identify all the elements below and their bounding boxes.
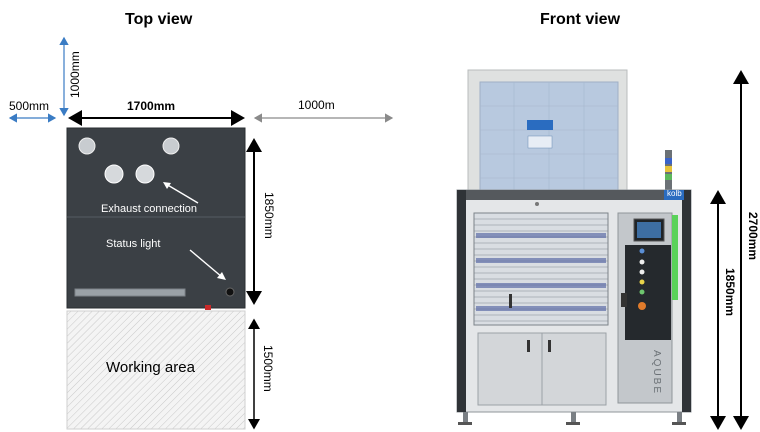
panel-button: [639, 289, 645, 295]
exhaust-connection-label: Exhaust connection: [101, 203, 198, 215]
working-area: [66, 310, 246, 430]
dim-1700-label: 1700mm: [127, 99, 176, 113]
status-light-label: Status light: [106, 238, 161, 250]
front-view-title: Front view: [540, 11, 621, 28]
brand-label-bg: [664, 190, 684, 200]
exhaust-port: [162, 137, 180, 155]
front-product-label: AQUBE: [651, 350, 662, 396]
lower-door-left: [477, 332, 543, 406]
dim-500-label: 500mm: [9, 99, 50, 113]
dim-1850-label: 1850mm: [262, 192, 276, 239]
front-dim-1850-label: 1850mm: [723, 268, 737, 317]
dim-1000-right-label: 1000m: [298, 98, 335, 112]
working-area-label: Working area: [106, 359, 195, 376]
emergency-stop: [638, 302, 646, 310]
hood-logo-tag: [527, 120, 553, 130]
exhaust-port: [78, 137, 96, 155]
front-dim-top-label: 2700mm: [746, 212, 760, 261]
vent-strip: [74, 288, 186, 297]
panel-button: [639, 259, 645, 265]
panel-button: [639, 248, 645, 254]
front-brand-label: kolb: [667, 189, 682, 198]
green-status-strip: [672, 215, 678, 300]
exhaust-port: [135, 164, 155, 184]
exhaust-port: [104, 164, 124, 184]
lower-door-right: [541, 332, 607, 406]
status-pointer-arrow: [189, 249, 223, 278]
panel-button: [639, 279, 645, 285]
status-light: [225, 287, 235, 297]
exhaust-pointer-arrow: [165, 183, 199, 204]
dim-1500-label: 1500mm: [261, 345, 275, 392]
panel-button: [639, 269, 645, 275]
dim-1000-vertical-label: 1000mm: [68, 51, 82, 98]
machine-top-body: [66, 127, 246, 309]
top-view-title: Top view: [125, 11, 193, 28]
